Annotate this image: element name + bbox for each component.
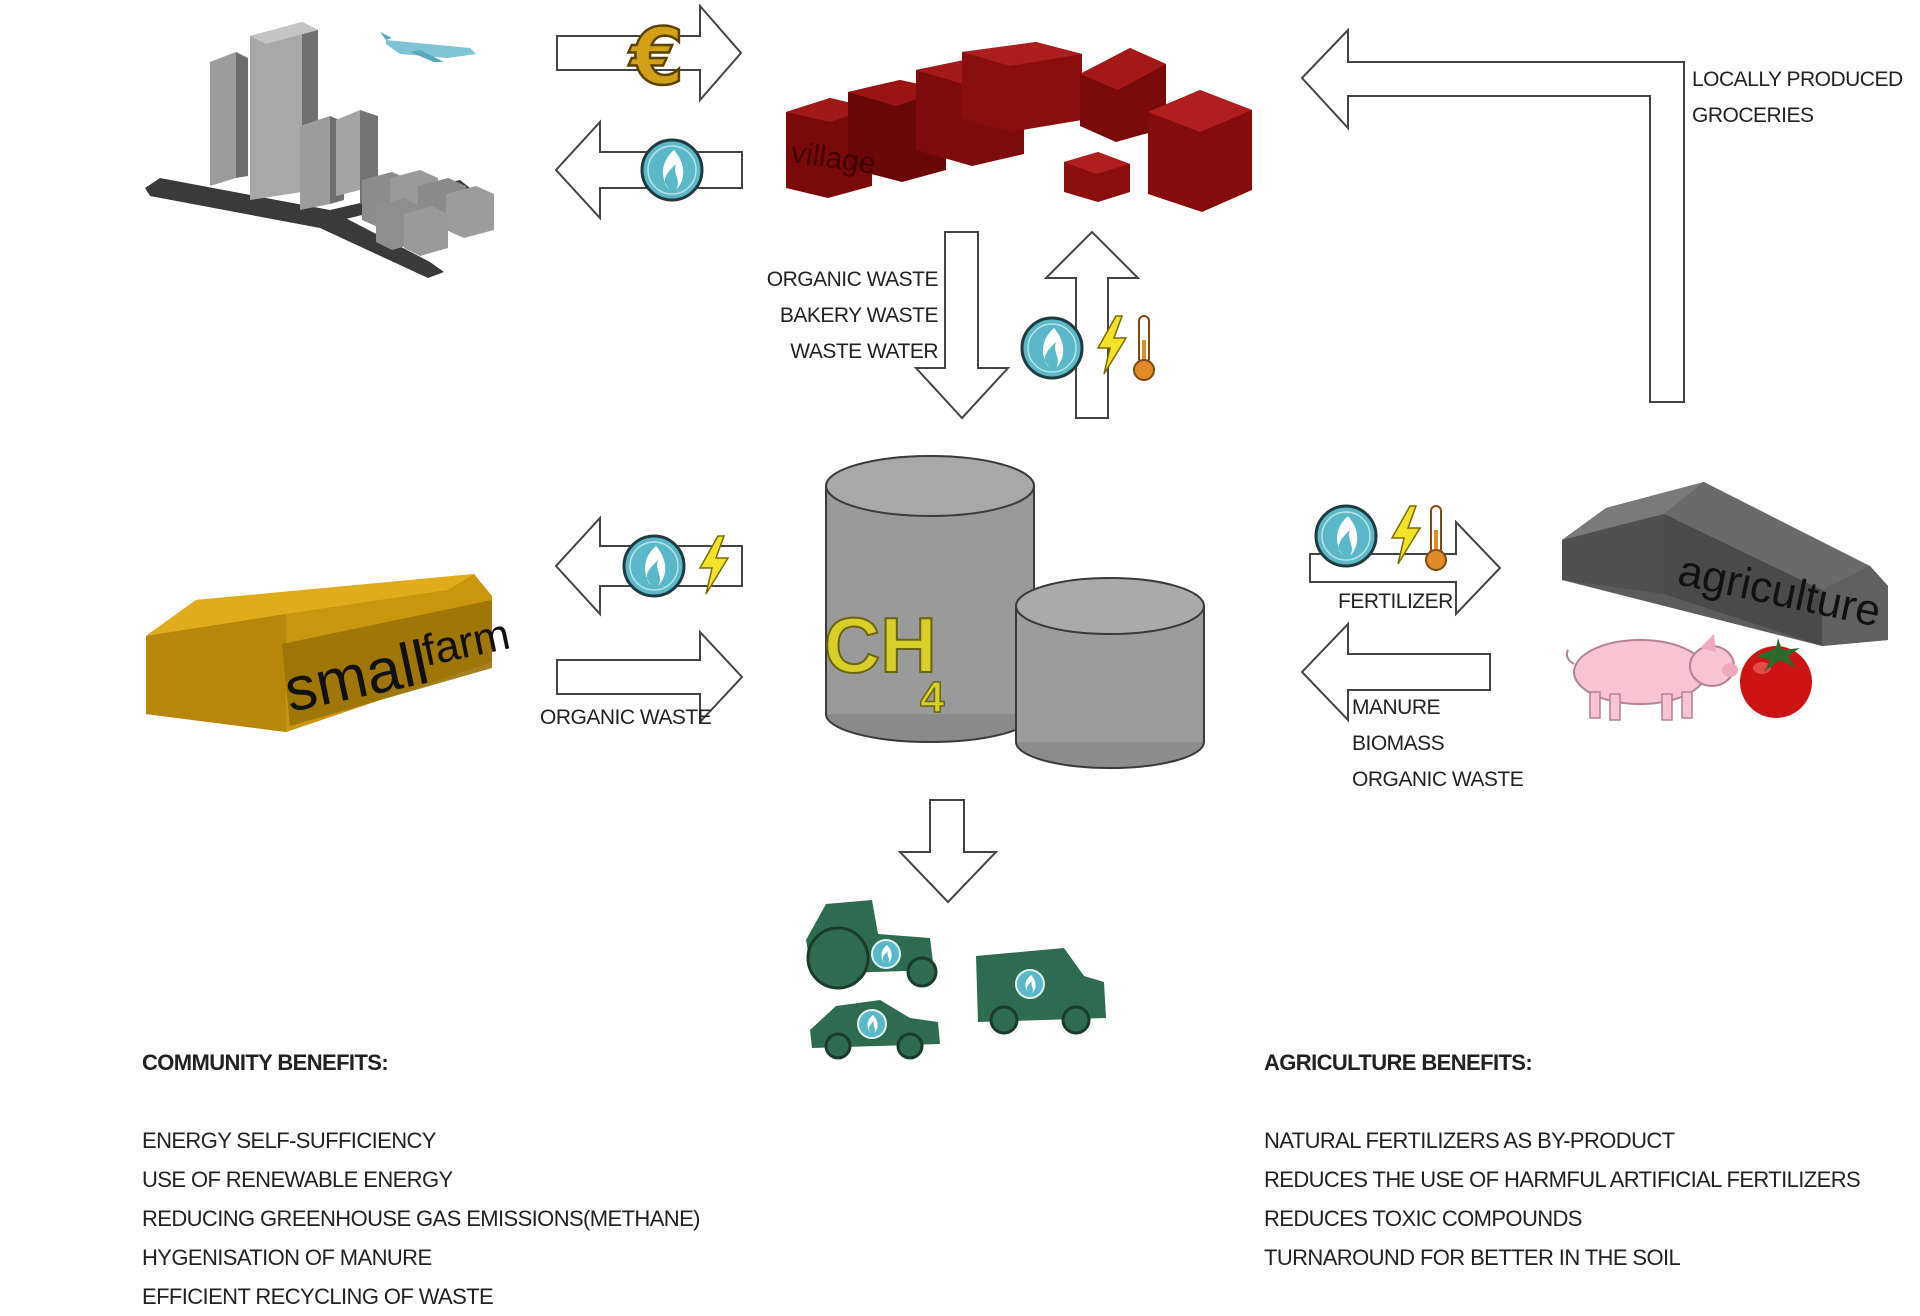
arrow-village-waste-down [913,231,1011,420]
tomato-icon [1740,638,1812,718]
list-item: NATURAL FERTILIZERS AS BY-PRODUCT [1264,1128,1675,1153]
van-icon [976,948,1106,1035]
car-icon [810,1000,940,1060]
euro-coin-icon: € [627,12,686,105]
arrow-money-to-village [556,3,743,103]
arrow-fertilizer-to-agriculture [1309,504,1502,617]
list-item: REDUCES TOXIC COMPOUNDS [1264,1206,1582,1231]
small-farm-output-label: ORGANIC WASTE [540,706,712,729]
methane-ch-label: CH [824,601,937,689]
list-item: USE OF RENEWABLE ENERGY [142,1167,453,1192]
agriculture-barn-icon: agriculture [1562,482,1888,646]
biogas-tank-icon: CH 4 [823,455,1205,769]
arrow-energy-up-to-village [1020,230,1155,419]
list-item: ENERGY SELF-SUFFICIENCY [142,1128,436,1153]
list-item: EFFICIENT RECYCLING OF WASTE [142,1284,494,1309]
small-farm-barn-icon: small farm [146,574,514,732]
list-item: REDUCING GREENHOUSE GAS EMISSIONS(METHAN… [142,1206,700,1231]
list-item: REDUCES THE USE OF HARMFUL ARTIFICIAL FE… [1264,1167,1861,1192]
arrow-gas-to-vehicles [897,799,999,904]
arrow-energy-to-small-farm [554,515,743,617]
gas-flame-icon [1020,316,1084,380]
arrow-farm-inputs-to-tanks [1300,621,1491,723]
fertilizer-label: FERTILIZER [1338,590,1453,613]
arrow-groceries-to-village [1300,27,1685,403]
city-skyline-icon [145,22,494,278]
farm-input-label-1: MANURE [1352,696,1440,719]
village-houses-icon: village [786,42,1252,212]
methane-subscript-label: 4 [920,673,945,722]
thermometer-icon [1133,315,1155,381]
gas-flame-icon [622,534,686,598]
agriculture-benefits-heading: AGRICULTURE BENEFITS: [1264,1050,1533,1075]
pig-icon [1565,634,1738,721]
airplane-icon [380,32,476,62]
list-item: TURNAROUND FOR BETTER IN THE SOIL [1264,1245,1681,1270]
village-input-label-1: ORGANIC WASTE [767,268,939,291]
arrow-gas-to-city [554,119,743,221]
community-benefits-section: COMMUNITY BENEFITS: ENERGY SELF-SUFFICIE… [142,1043,700,1316]
list-item: HYGENISATION OF MANURE [142,1245,432,1270]
agriculture-benefits-list: NATURAL FERTILIZERS AS BY-PRODUCT REDUCE… [1264,1121,1861,1277]
agriculture-benefits-section: AGRICULTURE BENEFITS: NATURAL FERTILIZER… [1264,1043,1861,1277]
gas-vehicles-icon [806,900,1106,1060]
svg-text:€: € [628,13,684,103]
gas-flame-icon [640,138,704,202]
community-benefits-heading: COMMUNITY BENEFITS: [142,1050,389,1075]
community-benefits-list: ENERGY SELF-SUFFICIENCY USE OF RENEWABLE… [142,1121,700,1316]
arrow-farm-waste-to-tanks [556,629,744,725]
gas-flame-icon [1314,504,1378,568]
thermometer-icon [1425,505,1447,571]
village-input-label-3: WASTE WATER [790,340,938,363]
locally-produced-label-1: LOCALLY PRODUCED [1692,68,1903,91]
village-input-label-2: BAKERY WASTE [780,304,939,327]
farm-input-label-2: BIOMASS [1352,732,1445,755]
locally-produced-label-2: GROCERIES [1692,104,1814,127]
farm-input-label-3: ORGANIC WASTE [1352,768,1524,791]
tractor-icon [806,900,938,990]
